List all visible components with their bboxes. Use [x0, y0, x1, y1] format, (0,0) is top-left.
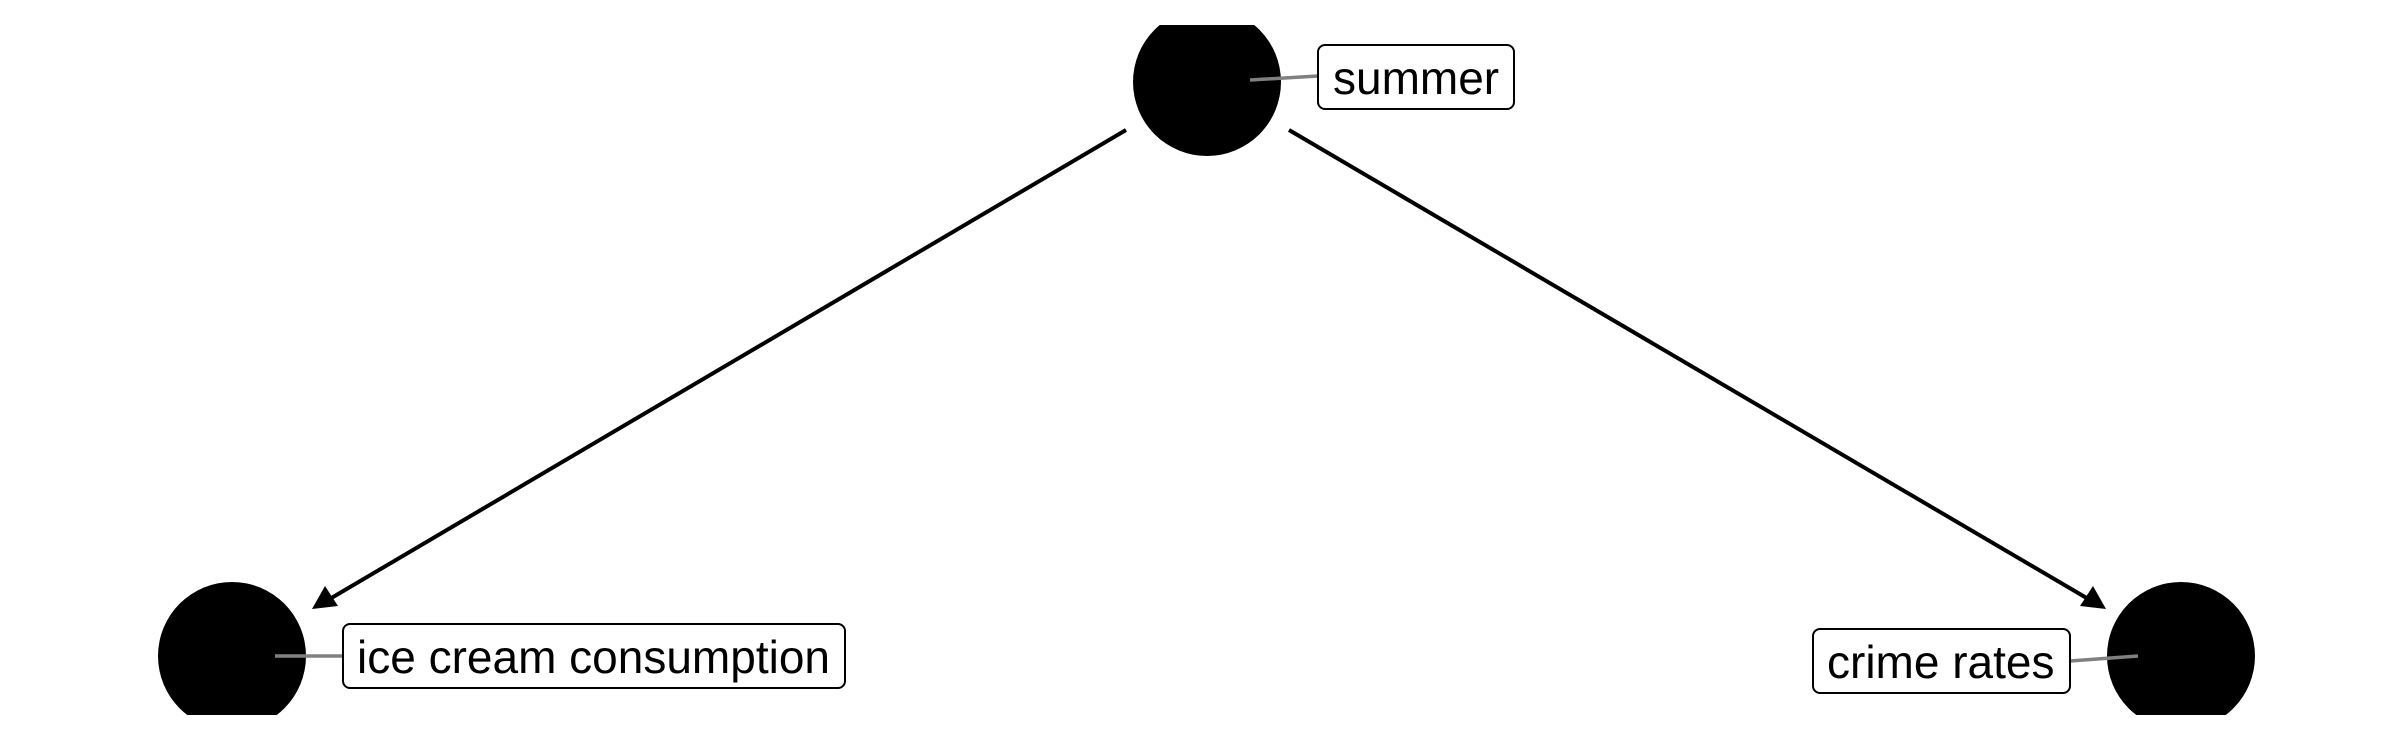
node-label-crime-rates: crime rates: [1827, 636, 2054, 688]
edge-summer-to-ice-cream-consumption: [326, 128, 1128, 602]
node-label-ice-cream-consumption: ice cream consumption: [357, 631, 830, 683]
node-crime-rates: [2107, 582, 2255, 715]
label-summer: summer: [1317, 44, 1515, 110]
node-label-summer: summer: [1333, 52, 1499, 104]
label-crime-rates: crime rates: [1812, 628, 2071, 694]
leader-crime-rates: [2069, 654, 2139, 663]
leader-summer: [1249, 74, 1319, 82]
nodes: [158, 25, 2255, 715]
node-ice-cream-consumption: [158, 582, 306, 715]
arrowhead-crime-rates-icon: [2080, 586, 2106, 609]
label-box-ice-cream-consumption: [342, 623, 846, 689]
node-summer: [1133, 25, 1281, 156]
label-box-crime-rates: [1812, 628, 2071, 694]
label-box-summer: [1317, 44, 1515, 110]
edges: [312, 128, 2106, 609]
edge-summer-to-crime-rates: [1287, 128, 2092, 602]
label-leaders: [275, 74, 2139, 663]
label-ice-cream-consumption: ice cream consumption: [342, 623, 846, 689]
arrowhead-ice-cream-consumption-icon: [312, 586, 338, 609]
